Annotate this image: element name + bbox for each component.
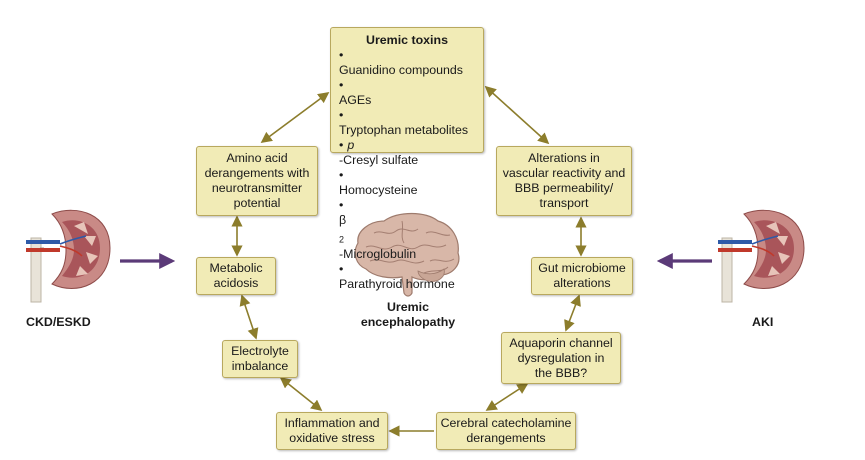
box-line: Cerebral catecholamine	[440, 416, 572, 430]
arrow-toxins-to-vascular	[484, 85, 550, 145]
box-line: Aquaporin channel	[509, 335, 613, 350]
inflammation-box: Inflammation and oxidative stress	[276, 412, 388, 450]
toxin-item-text: Parathyroid hormone	[339, 277, 455, 292]
box-line: dysregulation in	[517, 350, 605, 365]
uremic-toxins-box: Uremic toxins Guanidino compounds AGEs T…	[330, 27, 484, 291]
box-line: Metabolic	[209, 261, 263, 275]
toxin-item-subscript: 2	[339, 234, 345, 245]
toxin-item: p-Cresyl sulfate	[339, 138, 468, 168]
box-line: derangements	[466, 431, 546, 445]
toxin-item-text: Homocysteine	[339, 183, 418, 197]
arrow-aquaporin-to-catecholamine	[485, 383, 529, 411]
box-line: neurotransmitter	[211, 181, 303, 195]
arrow-amino-to-toxins	[260, 91, 330, 144]
aquaporin-box: Aquaporin channel dysregulation in the B…	[501, 332, 621, 384]
box-line: Gut microbiome	[538, 261, 626, 275]
box-line: alterations	[553, 276, 611, 290]
toxin-item-italic: p	[347, 138, 355, 152]
box-line: derangements with	[204, 166, 310, 180]
label-line: Uremic	[386, 300, 429, 314]
box-line: the BBB?	[534, 365, 588, 380]
toxin-item: Guanidino compounds	[339, 48, 468, 78]
ckd-eskd-label: CKD/ESKD	[26, 315, 91, 329]
catecholamine-box: Cerebral catecholamine derangements	[436, 412, 576, 450]
box-line: Electrolyte	[231, 344, 289, 358]
toxin-item: AGEs	[339, 78, 468, 108]
box-line: potential	[233, 196, 281, 210]
toxin-item-text: AGEs	[339, 93, 372, 107]
box-line: acidosis	[213, 276, 259, 290]
toxin-item-text: Tryptophan metabolites	[339, 123, 469, 137]
gut-microbiome-box: Gut microbiome alterations	[531, 257, 633, 295]
toxin-item-text-suffix: -Microglobulin	[339, 247, 417, 262]
toxin-item-text: Guanidino compounds	[339, 63, 463, 77]
toxin-item: Tryptophan metabolites	[339, 108, 468, 138]
box-line: Alterations in	[528, 151, 600, 165]
toxin-item-text: β	[339, 213, 347, 227]
arrow-electrolyte-to-inflammation	[279, 376, 323, 412]
toxin-item: Parathyroid hormone	[339, 262, 468, 292]
uremic-toxins-title: Uremic toxins	[366, 33, 448, 47]
electrolyte-box: Electrolyte imbalance	[222, 340, 298, 378]
arrow-acidosis-to-electrolyte	[239, 294, 259, 340]
box-line: BBB permeability/	[514, 181, 614, 195]
toxin-item: Homocysteine	[339, 168, 468, 198]
uremic-encephalopathy-label: Uremic encephalopathy	[350, 300, 466, 330]
vascular-box: Alterations in vascular reactivity and B…	[496, 146, 632, 216]
aki-label: AKI	[752, 315, 774, 329]
box-line: oxidative stress	[289, 431, 375, 445]
toxin-item: β 2 -Microglobulin	[339, 198, 468, 262]
box-line: vascular reactivity and	[502, 166, 626, 180]
box-line: Amino acid	[226, 151, 288, 165]
metabolic-acidosis-box: Metabolic acidosis	[196, 257, 276, 295]
box-line: Inflammation and	[284, 416, 380, 430]
toxin-item-text: -Cresyl sulfate	[339, 153, 419, 167]
box-line: imbalance	[231, 359, 289, 373]
amino-acid-box: Amino acid derangements with neurotransm…	[196, 146, 318, 216]
uremic-toxins-list: Guanidino compounds AGEs Tryptophan meta…	[339, 48, 468, 292]
label-line: encephalopathy	[360, 315, 456, 329]
box-line: transport	[539, 196, 589, 210]
arrow-gut-to-aquaporin	[564, 294, 581, 332]
